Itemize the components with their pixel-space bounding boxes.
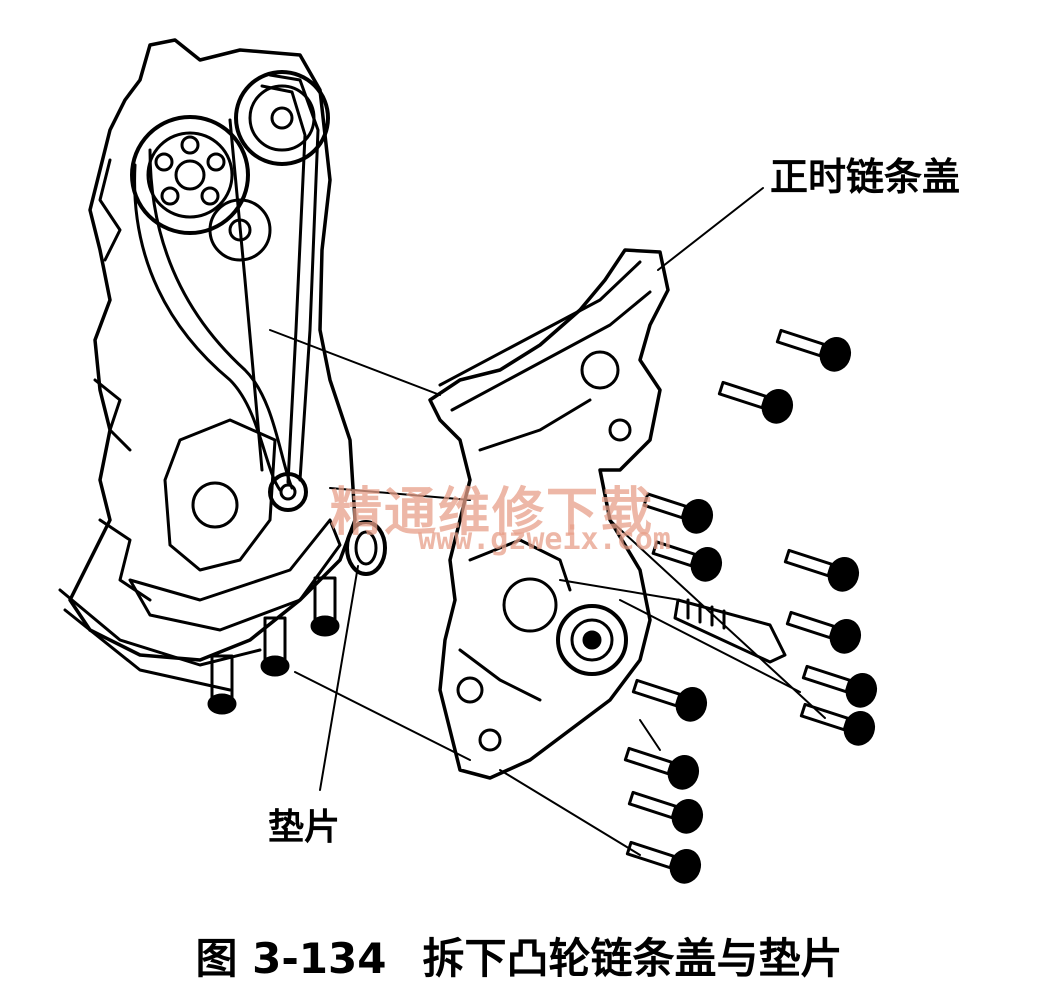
figure-number: 图 3-134 (195, 934, 387, 983)
timing-chain-cover-label: 正时链条盖 (770, 155, 961, 199)
engine-block (58, 38, 357, 692)
figure-title: 拆下凸轮链条盖与垫片 (422, 934, 843, 983)
figure-caption: 图 3-134 拆下凸轮链条盖与垫片 (0, 925, 1038, 986)
timing-chain (133, 73, 320, 492)
watermark-url: www.gzweix.com (418, 522, 671, 557)
crankshaft-sprocket (268, 472, 308, 512)
oil-pump-housing (128, 418, 342, 632)
gasket (345, 520, 387, 576)
camshaft-sprocket-exhaust (234, 70, 330, 166)
label-leader-gasket (319, 565, 359, 791)
camshaft-sprocket-intake (130, 115, 250, 235)
alignment-lines (269, 329, 826, 856)
engine-bolts (207, 576, 340, 715)
cover-bolts (623, 328, 878, 884)
dowel-pin (673, 598, 787, 664)
label-leader-cover (657, 187, 764, 271)
watermark-text: 精通维修下载 (330, 483, 655, 543)
gasket-label: 垫片 (268, 807, 341, 848)
timing-chain-cover (428, 248, 670, 780)
